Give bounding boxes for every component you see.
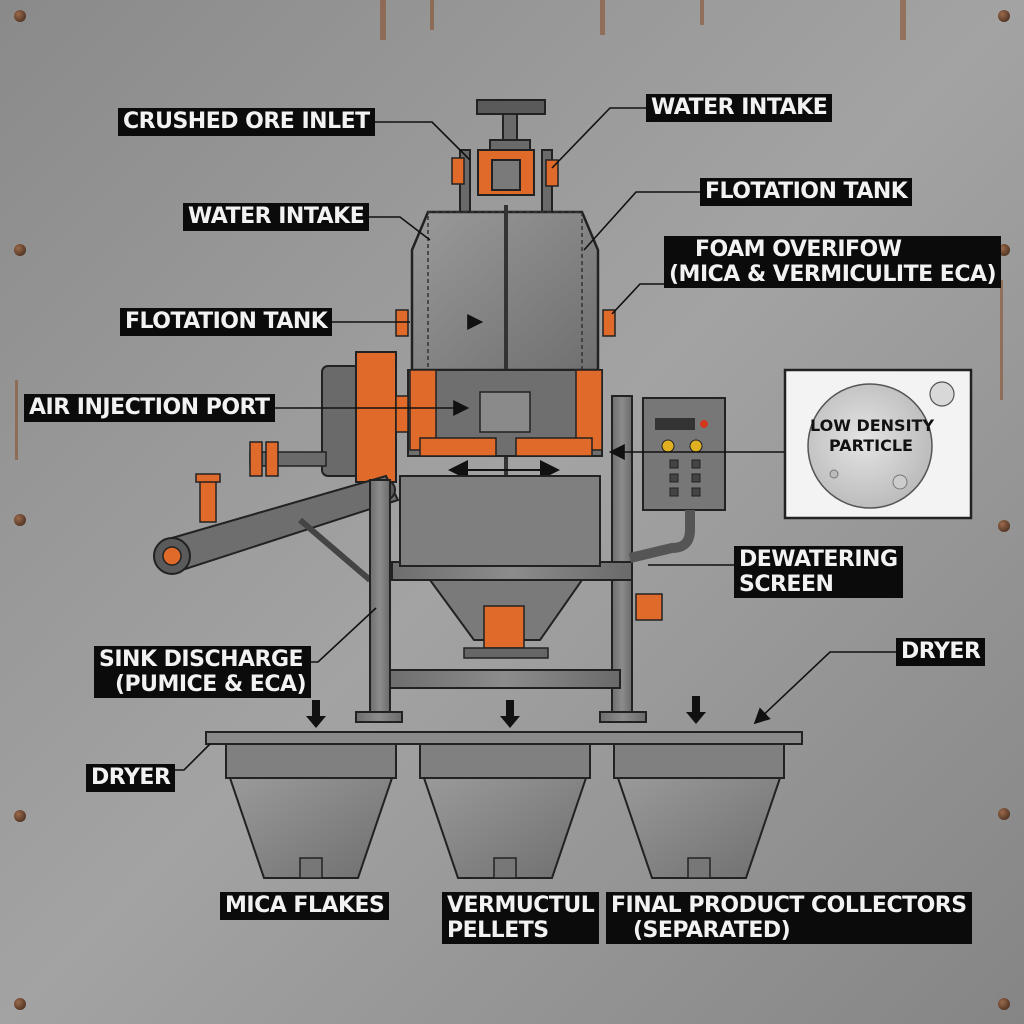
label-sink-discharge-line1: SINK DISCHARGE: [99, 647, 304, 672]
flotation-tank: [395, 205, 616, 475]
drop-arrows: [306, 696, 706, 728]
label-final-collectors-line1: FINAL PRODUCT COLLECTORS: [611, 893, 967, 918]
label-air-injection-port: AIR INJECTION PORT: [24, 394, 275, 422]
label-foam-overflow-line1: FOAM OVERIFOW: [695, 237, 902, 262]
label-water-intake-top: WATER INTAKE: [646, 94, 833, 122]
rivet-icon: [14, 998, 26, 1010]
label-foam-overflow: FOAM OVERIFOW (MICA & VERMICULITE ECA): [664, 236, 1002, 288]
label-foam-overflow-line2: (MICA & VERMICULITE ECA): [669, 262, 997, 287]
inclined-conveyor: [153, 473, 400, 583]
label-mica-flakes: MICA FLAKES: [220, 892, 390, 920]
label-dewatering-line2: SCREEN: [739, 572, 834, 597]
rivet-icon: [998, 808, 1010, 820]
inset-label: LOW DENSITY PARTICLE: [810, 416, 935, 456]
label-water-intake-left: WATER INTAKE: [183, 203, 370, 231]
label-crushed-ore-inlet: CRUSHED ORE INLET: [118, 108, 375, 136]
rivet-icon: [14, 514, 26, 526]
rivet-icon: [998, 998, 1010, 1010]
impeller-chamber: [407, 369, 603, 480]
discharge-hopper: [428, 579, 663, 659]
control-panel-icon: [628, 397, 726, 563]
collector-bin-2: [419, 743, 591, 879]
support-frame: [355, 395, 647, 723]
label-flotation-tank-left: FLOTATION TANK: [120, 308, 333, 336]
dryer-platform: [205, 731, 803, 745]
label-vermuctul-pellets: VERMUCTUL PELLETS: [442, 892, 600, 944]
rivet-icon: [14, 810, 26, 822]
rivet-icon: [14, 10, 26, 22]
inset-label-line1: LOW DENSITY: [810, 416, 935, 435]
rust-streaks: [15, 0, 1003, 460]
inset-label-line2: PARTICLE: [829, 436, 913, 455]
label-final-collectors-line2: (SEPARATED): [633, 918, 791, 943]
collector-bins: [225, 743, 785, 879]
drive-motor: [249, 351, 409, 483]
label-sink-discharge-line2: (PUMICE & ECA): [115, 672, 307, 697]
rivet-icon: [998, 520, 1010, 532]
label-dryer-left: DRYER: [86, 764, 176, 792]
label-final-product-collectors: FINAL PRODUCT COLLECTORS (SEPARATED): [606, 892, 972, 944]
collector-bin-3: [613, 743, 785, 879]
label-sink-discharge: SINK DISCHARGE (PUMICE & ECA): [94, 646, 312, 698]
label-vermuctul-line1: VERMUCTUL: [447, 893, 595, 918]
rivet-icon: [14, 244, 26, 256]
label-vermuctul-line2: PELLETS: [447, 918, 549, 943]
collector-bin-1: [225, 743, 397, 879]
rivet-icon: [998, 10, 1010, 22]
low-density-particle-inset: [783, 368, 973, 520]
label-dewatering-screen: DEWATERING SCREEN: [734, 546, 903, 598]
label-dewatering-line1: DEWATERING: [739, 547, 898, 572]
label-dryer-right: DRYER: [896, 638, 986, 666]
label-flotation-tank-right: FLOTATION TANK: [700, 178, 913, 206]
